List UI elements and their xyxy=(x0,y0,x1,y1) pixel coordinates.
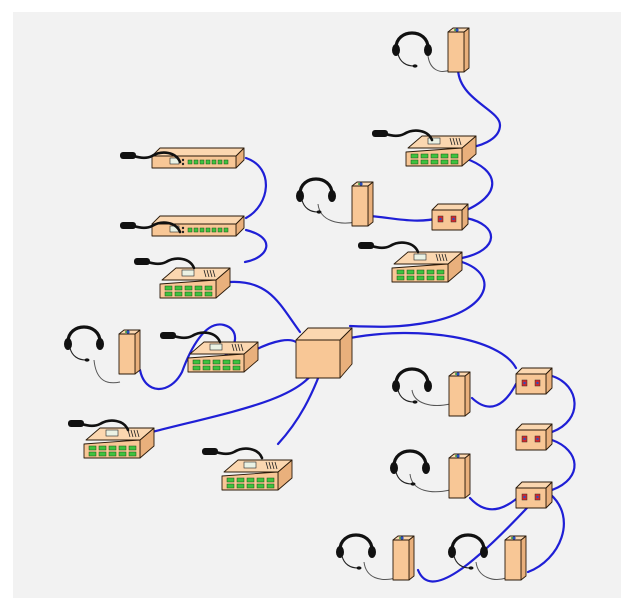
beltpack-icon xyxy=(448,371,471,417)
gooseneck-mic-icon xyxy=(200,446,264,460)
rack-unit-icon xyxy=(151,147,245,169)
cable-beltpack-r2-to-jackbox-3 xyxy=(468,492,524,511)
beltpack-icon xyxy=(118,329,141,375)
cable-station-bottom-to-central xyxy=(276,366,324,446)
beltpack-icon xyxy=(504,535,527,581)
jack-box-icon xyxy=(515,423,553,451)
desk-station-icon xyxy=(187,341,259,373)
desk-station-icon xyxy=(83,427,155,459)
cable-station-right2-to-central xyxy=(348,260,486,328)
cable-jackbox-2-to-jackbox-3 xyxy=(550,438,576,492)
jack-box-icon xyxy=(515,367,553,395)
cable-station-mid-to-central xyxy=(253,339,298,352)
desk-station-icon xyxy=(391,251,463,283)
cable-rack2-to-station-left xyxy=(243,228,268,264)
gooseneck-mic-icon xyxy=(132,256,196,270)
cable-station-left-to-central xyxy=(228,280,302,334)
gooseneck-mic-icon xyxy=(356,240,420,254)
headset-icon xyxy=(388,449,432,488)
desk-station-icon xyxy=(221,459,293,491)
jack-box-icon xyxy=(515,481,553,509)
cable-station-right-to-jackbox-right xyxy=(460,156,494,214)
cable-beltpack-r1-to-jackbox-1 xyxy=(470,382,518,408)
cable-central-to-jackbox-1 xyxy=(348,331,518,370)
cable-jackbox-1-to-jackbox-2 xyxy=(550,374,576,434)
desk-station-icon xyxy=(405,135,477,167)
desk-station-icon xyxy=(159,267,231,299)
gooseneck-mic-icon xyxy=(158,330,222,344)
headset-cords xyxy=(93,55,507,580)
rack-unit-icon xyxy=(151,215,245,237)
cable-beltpack-mid-to-jackbox xyxy=(368,214,442,222)
beltpack-icon xyxy=(351,181,374,227)
beltpack-icon xyxy=(392,535,415,581)
cable-rack1-to-rack2 xyxy=(244,156,267,220)
beltpack-icon xyxy=(448,453,471,499)
headset-icon xyxy=(390,367,434,406)
central-matrix-frame xyxy=(295,327,353,379)
cable-beltpack-b1-to-jackbox-3 xyxy=(416,492,542,583)
beltpack-icon xyxy=(447,27,470,73)
headset-icon xyxy=(62,325,106,364)
headset-icon xyxy=(334,533,378,572)
cables xyxy=(138,68,576,583)
cable-beltpack-b2-to-jackbox-3 xyxy=(526,492,565,574)
cable-beltpack-left-to-station-mid xyxy=(138,323,237,390)
headset-icon xyxy=(390,31,434,70)
headset-icon xyxy=(294,177,338,216)
cable-jackbox-right-to-station-right2 xyxy=(460,216,493,260)
cable-beltpack-top-to-station-right xyxy=(456,68,502,150)
cable-station-bottomleft-to-central xyxy=(150,366,318,434)
jack-box-icon xyxy=(431,203,469,231)
